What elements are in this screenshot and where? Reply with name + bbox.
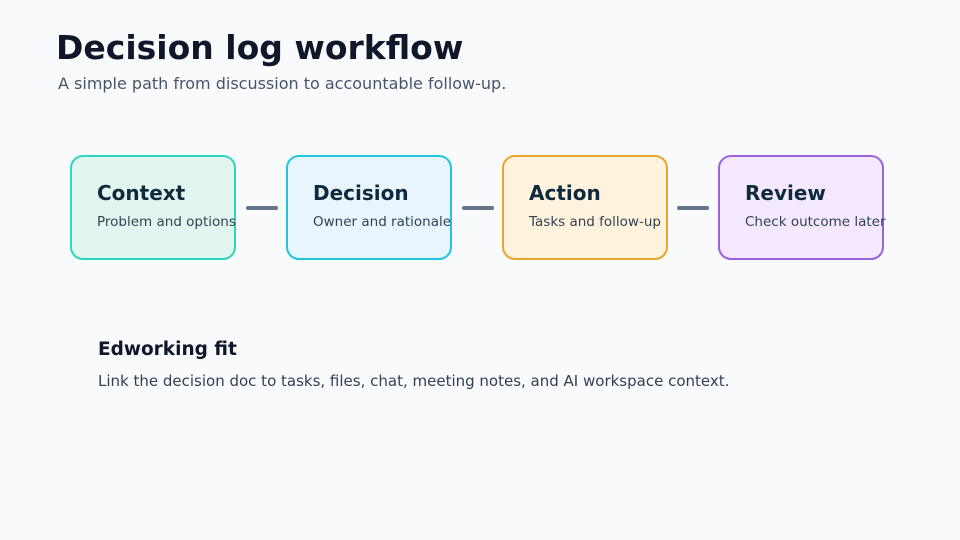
step-title: Decision: [313, 181, 409, 205]
fit-description: Link the decision doc to tasks, files, c…: [98, 372, 730, 390]
page-title: Decision log workflow: [56, 28, 464, 67]
step-description: Tasks and follow-up: [529, 214, 661, 230]
step-context: Context Problem and options: [70, 155, 236, 260]
connector-context-decision: [246, 206, 278, 210]
connector-action-review: [677, 206, 709, 210]
connector-decision-action: [462, 206, 494, 210]
step-decision: Decision Owner and rationale: [286, 155, 452, 260]
step-title: Context: [97, 181, 186, 205]
step-description: Owner and rationale: [313, 214, 452, 230]
step-review: Review Check outcome later: [718, 155, 886, 260]
step-description: Check outcome later: [745, 214, 886, 230]
fit-heading: Edworking fit: [98, 339, 237, 360]
page-subtitle: A simple path from discussion to account…: [58, 74, 507, 93]
step-title: Review: [745, 181, 826, 205]
step-title: Action: [529, 181, 601, 205]
step-description: Problem and options: [97, 214, 236, 230]
step-action: Action Tasks and follow-up: [502, 155, 668, 260]
